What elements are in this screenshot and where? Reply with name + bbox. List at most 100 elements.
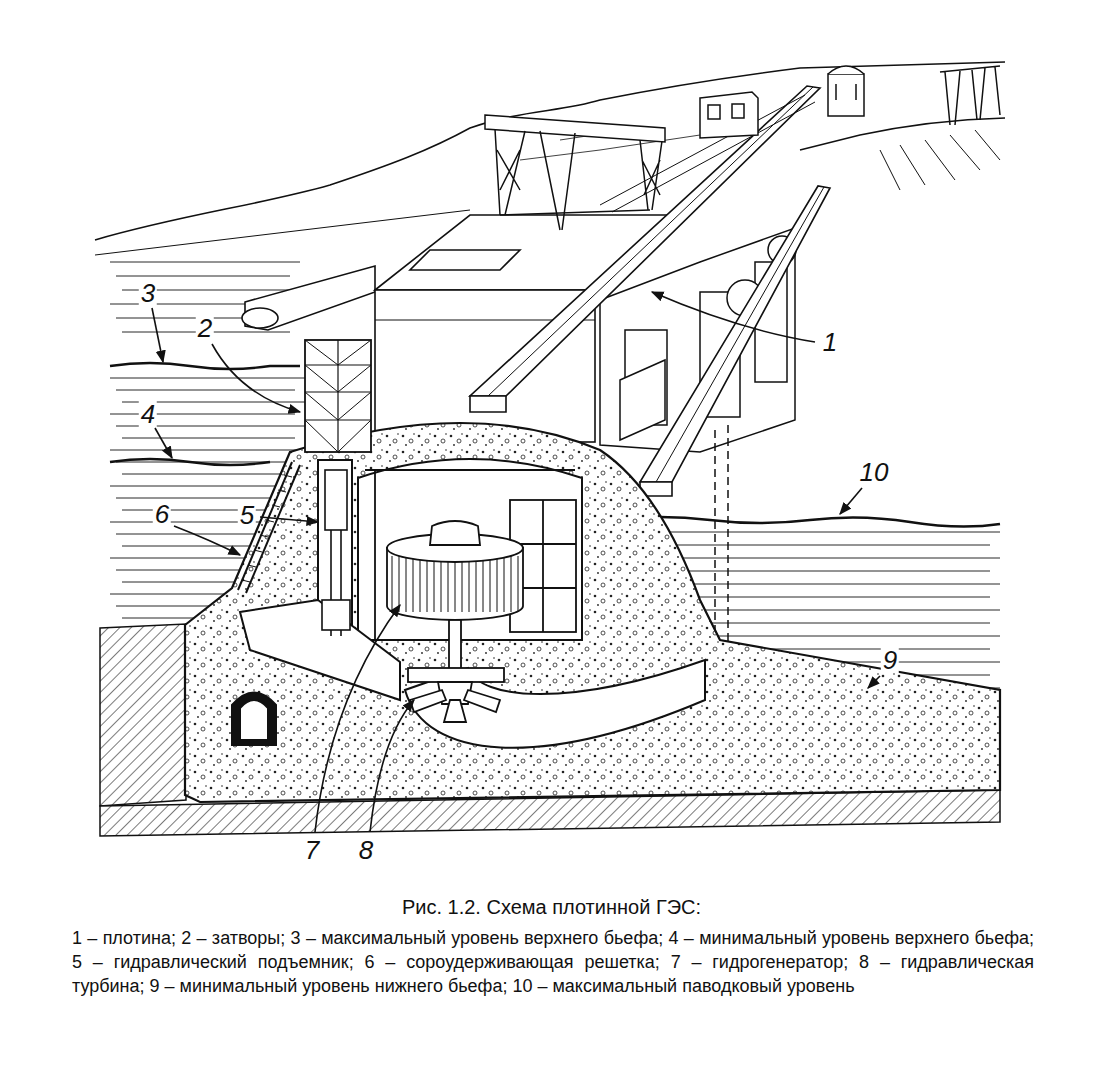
dam-cavities <box>232 459 705 748</box>
hydraulic-lift <box>325 470 347 530</box>
hall-frame <box>365 469 575 471</box>
gates <box>305 340 371 452</box>
landscape <box>95 62 1005 240</box>
superstructure <box>640 186 830 482</box>
hydraulic-turbine <box>408 668 504 722</box>
callout-number: 4 <box>139 401 157 427</box>
superstructure <box>470 396 506 412</box>
generator-stripe <box>490 556 491 612</box>
buildings <box>732 104 744 118</box>
gantry-crane <box>540 131 575 230</box>
callout-number: 6 <box>153 501 171 527</box>
superstructure <box>410 250 520 270</box>
trash-rack <box>242 475 292 582</box>
water-line <box>110 378 305 379</box>
trash-rack <box>238 462 292 590</box>
generator-stripe <box>427 556 428 612</box>
water-level <box>610 517 1000 527</box>
water-line <box>110 486 295 487</box>
water-level <box>110 363 300 369</box>
water-line <box>110 450 305 451</box>
gates <box>305 340 371 452</box>
generator-stripe <box>497 556 498 612</box>
water-line <box>116 276 290 277</box>
generator-stripe <box>511 556 512 612</box>
water-line <box>116 390 295 391</box>
trash-rack <box>238 462 300 593</box>
hydraulic-turbine <box>444 700 466 722</box>
leader-line <box>152 308 163 362</box>
callout-number: 10 <box>858 459 891 485</box>
callout-number: 3 <box>139 280 157 306</box>
hydro-generator <box>387 521 523 678</box>
generator-stripe <box>469 556 470 612</box>
trash-rack <box>246 465 300 593</box>
water-line <box>110 414 295 415</box>
generator-stripe <box>420 556 421 612</box>
leader-line <box>868 676 880 688</box>
generator-stripe <box>399 556 400 612</box>
generator-stripe <box>413 556 414 612</box>
superstructure <box>470 86 820 396</box>
dam-cavities <box>240 600 400 700</box>
generator-stripe <box>441 556 442 612</box>
hall-frame <box>542 500 544 632</box>
buildings <box>940 66 1000 125</box>
gantry-crane <box>495 129 525 215</box>
callout-number: 1 <box>821 329 839 355</box>
leader-line <box>152 292 880 832</box>
buildings <box>700 66 1000 138</box>
gantry-crane <box>640 140 662 210</box>
water-line <box>122 474 305 475</box>
generator-stripe <box>455 556 456 612</box>
callout-number: 9 <box>881 647 899 673</box>
generator-stripe <box>448 556 449 612</box>
callout-number: 8 <box>357 837 375 863</box>
gantry-crane <box>485 115 665 230</box>
gates <box>305 340 371 452</box>
leader-line <box>174 526 240 555</box>
generator-stripe <box>392 556 393 612</box>
dam-cavities <box>405 660 705 748</box>
buildings <box>708 105 720 119</box>
river-bed <box>100 624 186 806</box>
landscape <box>95 210 470 255</box>
figure-title: Рис. 1.2. Схема плотинной ГЭС: <box>0 896 1103 919</box>
generator-stripe <box>434 556 435 612</box>
hall-frame <box>374 470 376 640</box>
gantry-crane <box>500 210 650 215</box>
callout-number: 2 <box>196 315 214 341</box>
buildings <box>700 92 758 138</box>
leader-line <box>260 517 318 522</box>
buildings <box>855 84 857 100</box>
figure-caption: 1 – плотина; 2 – затворы; 3 – максимальн… <box>72 926 1034 998</box>
dam-cavities <box>318 460 352 640</box>
generator-stripe <box>504 556 505 612</box>
hydraulic-turbine <box>410 690 446 712</box>
dam-cavities <box>232 693 276 746</box>
water-line <box>122 438 295 439</box>
buildings <box>828 74 864 116</box>
gates <box>305 340 371 452</box>
leader-line <box>652 292 815 342</box>
dam-cavities <box>240 700 268 740</box>
superstructure <box>612 102 815 212</box>
leader-line <box>212 344 300 412</box>
leader-line <box>315 605 400 832</box>
callout-number: 7 <box>303 837 321 863</box>
dam-cavities <box>358 459 582 640</box>
leader-line <box>155 428 172 458</box>
water-line <box>110 262 300 263</box>
hydraulic-turbine <box>464 690 500 712</box>
callout-number: 5 <box>238 502 256 528</box>
leader-line <box>840 488 862 514</box>
water-level <box>110 459 270 465</box>
generator-stripe <box>476 556 477 612</box>
superstructure <box>242 308 278 328</box>
superstructure <box>656 187 824 482</box>
buildings <box>835 84 837 100</box>
hydraulic-lift <box>322 470 350 636</box>
generator-stripe <box>518 556 519 612</box>
buildings <box>828 66 864 74</box>
